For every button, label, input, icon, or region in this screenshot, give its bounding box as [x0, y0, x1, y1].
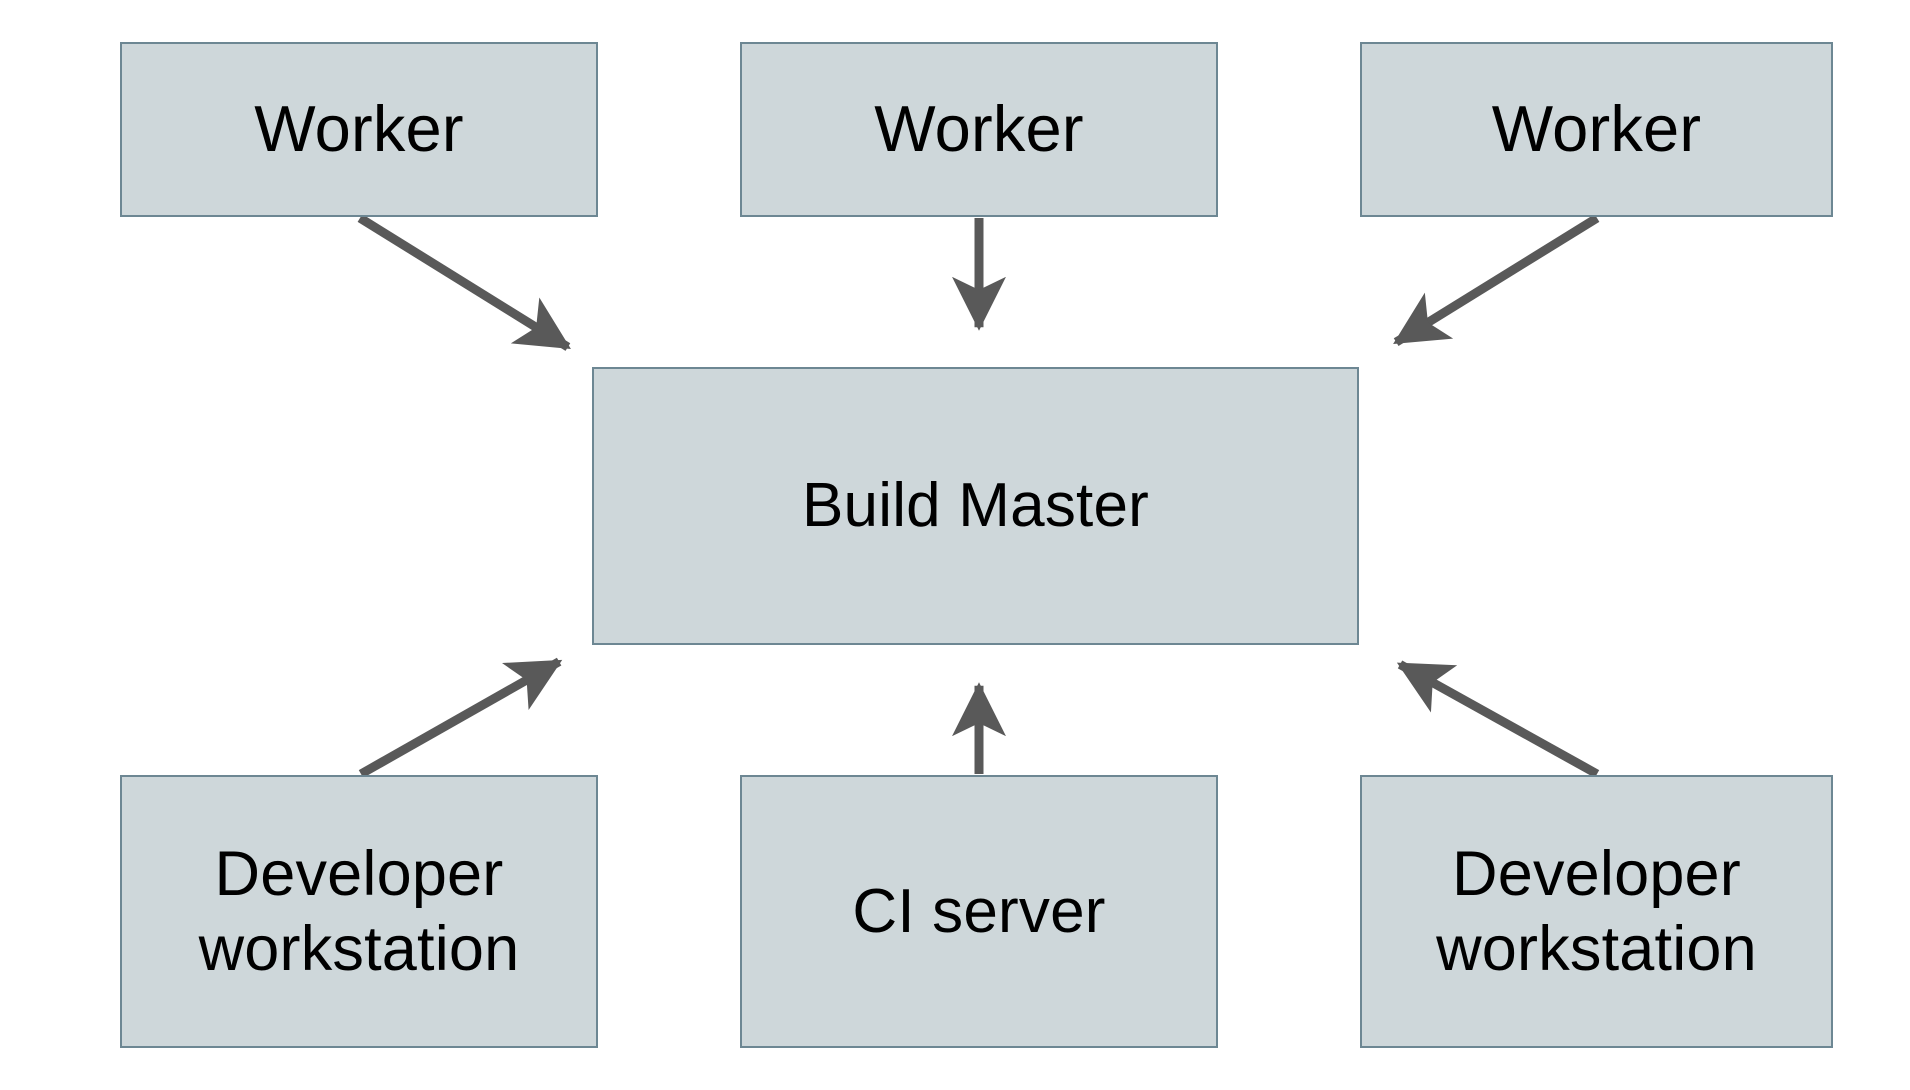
- edge-worker-1-to-build-master: [357, 214, 571, 351]
- node-developer-workstation-right[interactable]: Developer workstation: [1360, 775, 1833, 1048]
- edge-worker-3-to-build-master: [1393, 214, 1600, 346]
- node-worker-3-label: Worker: [1491, 92, 1702, 166]
- node-ci-server[interactable]: CI server: [740, 775, 1218, 1048]
- node-ci-server-label: CI server: [852, 876, 1106, 946]
- node-build-master-label: Build Master: [802, 471, 1149, 541]
- node-developer-workstation-left[interactable]: Developer workstation: [120, 775, 598, 1048]
- node-developer-workstation-right-label: Developer workstation: [1436, 839, 1757, 984]
- node-developer-workstation-left-label: Developer workstation: [198, 839, 520, 984]
- node-worker-3[interactable]: Worker: [1360, 42, 1833, 217]
- node-worker-2-label: Worker: [874, 92, 1084, 166]
- edge-dev-workstation-right-to-build-master: [1396, 660, 1600, 778]
- node-worker-2[interactable]: Worker: [740, 42, 1218, 217]
- node-worker-1-label: Worker: [254, 92, 464, 166]
- node-build-master[interactable]: Build Master: [592, 367, 1359, 645]
- node-worker-1[interactable]: Worker: [120, 42, 598, 217]
- edge-dev-workstation-left-to-build-master: [358, 657, 563, 778]
